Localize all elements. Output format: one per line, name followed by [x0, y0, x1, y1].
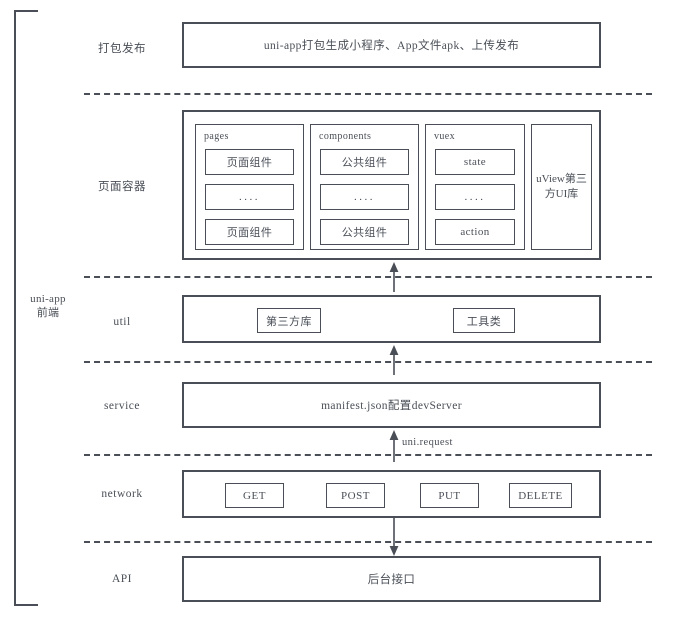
util-item-tools: 工具类 — [453, 308, 515, 333]
column-title-components: components — [319, 131, 372, 142]
arrow-network-to-api — [387, 518, 401, 556]
separator-service-network — [84, 454, 652, 456]
separator-build-container — [84, 93, 652, 95]
cell-components-0: 公共组件 — [320, 149, 409, 175]
uview-library-label: uView第三 方UI库 — [536, 173, 587, 200]
container-column-vuex: vuex state .... action — [425, 124, 525, 250]
column-title-pages: pages — [204, 131, 229, 142]
arrow-label-uni-request: uni.request — [402, 437, 453, 448]
separator-network-api — [84, 541, 652, 543]
network-item-get: GET — [225, 483, 284, 508]
cell-components-1: .... — [320, 184, 409, 210]
layer-box-network: GET POST PUT DELETE — [182, 470, 601, 518]
row-label-container: 页面容器 — [98, 181, 146, 193]
separator-util-service — [84, 361, 652, 363]
container-column-uview: uView第三 方UI库 — [531, 124, 592, 250]
frontend-group-label: uni-app 前端 — [30, 293, 66, 319]
arrow-network-to-service — [387, 430, 401, 462]
cell-pages-1: .... — [205, 184, 294, 210]
separator-container-util — [84, 276, 652, 278]
network-item-delete: DELETE — [509, 483, 572, 508]
row-label-util: util — [113, 316, 131, 328]
cell-components-2: 公共组件 — [320, 219, 409, 245]
layer-service-text: manifest.json配置devServer — [321, 400, 462, 412]
column-title-vuex: vuex — [434, 131, 456, 142]
container-column-pages: pages 页面组件 .... 页面组件 — [195, 124, 304, 250]
network-item-post: POST — [326, 483, 385, 508]
layer-box-api: 后台接口 — [182, 556, 601, 602]
network-item-put: PUT — [420, 483, 479, 508]
cell-vuex-0: state — [435, 149, 515, 175]
frontend-group-bracket — [14, 10, 38, 606]
layer-box-service: manifest.json配置devServer — [182, 382, 601, 428]
arrow-service-to-util — [387, 345, 401, 375]
layer-box-container: pages 页面组件 .... 页面组件 components 公共组件 ...… — [182, 110, 601, 260]
row-label-build: 打包发布 — [98, 43, 146, 55]
layer-build-text: uni-app打包生成小程序、App文件apk、上传发布 — [263, 40, 520, 52]
row-label-api: API — [111, 573, 133, 585]
cell-vuex-2: action — [435, 219, 515, 245]
cell-vuex-1: .... — [435, 184, 515, 210]
container-column-components: components 公共组件 .... 公共组件 — [310, 124, 419, 250]
row-label-service: service — [103, 400, 141, 412]
cell-pages-2: 页面组件 — [205, 219, 294, 245]
arrow-util-to-container — [387, 262, 401, 292]
row-label-network: network — [101, 488, 143, 500]
cell-pages-0: 页面组件 — [205, 149, 294, 175]
layer-api-text: 后台接口 — [367, 574, 416, 586]
layer-box-build: uni-app打包生成小程序、App文件apk、上传发布 — [182, 22, 601, 68]
util-item-third-party: 第三方库 — [257, 308, 321, 333]
layer-box-util: 第三方库 工具类 — [182, 295, 601, 343]
